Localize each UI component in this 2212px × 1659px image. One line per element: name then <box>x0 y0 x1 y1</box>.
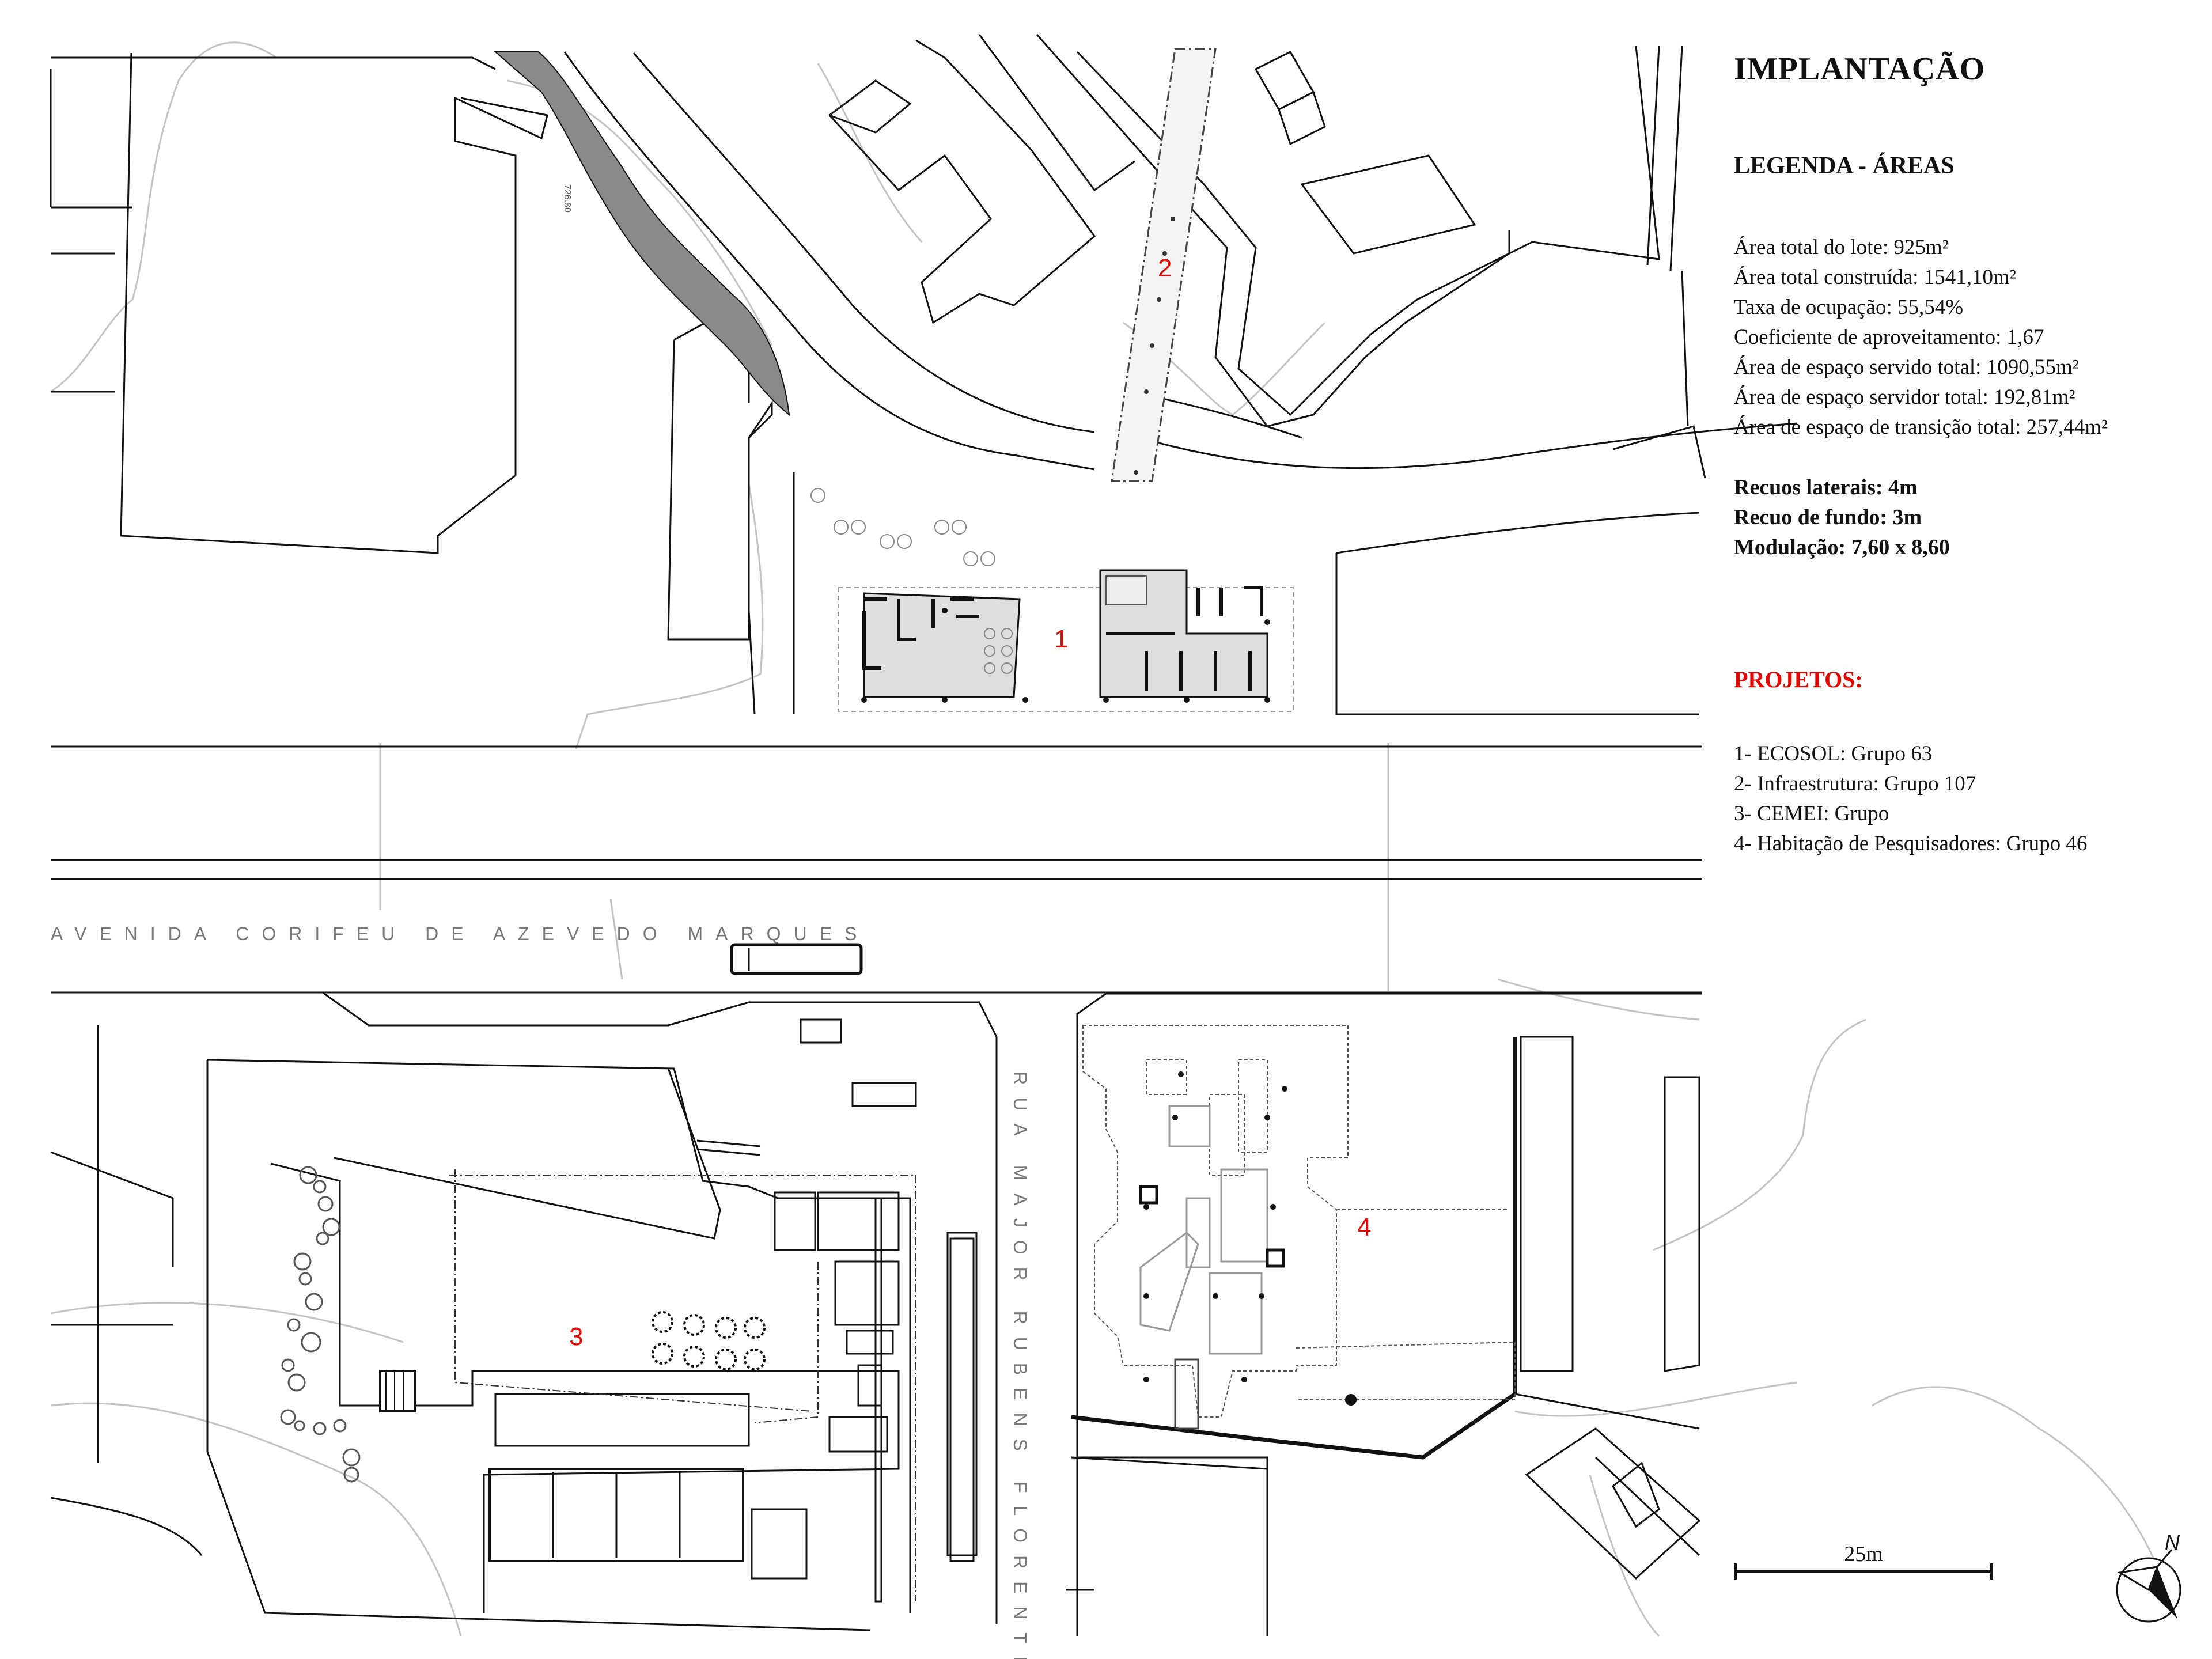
scale-label: 25m <box>1844 1542 1883 1566</box>
area-item: Área de espaço de transição total: 257,4… <box>1734 415 2108 439</box>
area-label-4: 4 <box>1357 1213 1371 1241</box>
bus <box>730 943 863 975</box>
projects-title: PROJETOS: <box>1734 666 1863 692</box>
habitacao-building <box>1082 1025 1516 1418</box>
area-item: Área de espaço servidor total: 192,81m² <box>1734 385 2075 409</box>
bridge-project-2 <box>1111 48 1217 482</box>
cemei-tables <box>652 1311 766 1370</box>
area-item: Área total do lote: 925m² <box>1734 236 1949 259</box>
scale-bar-line <box>1734 1570 1993 1573</box>
legend-panel: IMPLANTAÇÃO LEGENDA - ÁREAS Área total d… <box>1734 51 2195 859</box>
setback-item: Recuo de fundo: 3m <box>1734 505 1922 529</box>
project-item: 2- Infraestrutura: Grupo 107 <box>1734 772 1976 796</box>
north-label: N <box>2165 1531 2180 1554</box>
topography-lines <box>50 41 2167 1637</box>
area-item: Coeficiente de aproveitamento: 1,67 <box>1734 325 2044 349</box>
setback-item: Recuos laterais: 4m <box>1734 475 1918 499</box>
scale-tick-right <box>1990 1563 1993 1580</box>
project-item: 4- Habitação de Pesquisadores: Grupo 46 <box>1734 832 2088 855</box>
area-item: Área total construída: 1541,10m² <box>1734 266 2016 289</box>
stream <box>494 51 790 416</box>
legend-title: LEGENDA - ÁREAS <box>1734 153 1955 179</box>
cemei-building <box>379 1169 916 1601</box>
area-item: Taxa de ocupação: 55,54% <box>1734 296 1964 319</box>
avenue-lines <box>51 745 1702 994</box>
setback-list: Recuos laterais: 4m Recuo de fundo: 3m M… <box>1734 472 2195 562</box>
project-list: 1- ECOSOL: Grupo 63 2- Infraestrutura: G… <box>1734 739 2195 859</box>
setback-item: Modulação: 7,60 x 8,60 <box>1734 535 1950 559</box>
ecosol-building <box>810 488 1294 712</box>
area-label-2: 2 <box>1158 254 1172 282</box>
cemei-block <box>50 991 998 1631</box>
street-name-rua: RUA MAJOR RUBENS FLORENTINO <box>1010 1071 1031 1659</box>
page-title: IMPLANTAÇÃO <box>1734 51 1986 87</box>
scale-bar: 25m <box>1734 1542 1993 1580</box>
habitacao-inner <box>1139 1105 1285 1430</box>
habitacao-columns <box>1143 1071 1357 1406</box>
spot-level-label: 726.80 <box>562 184 572 213</box>
area-label-3: 3 <box>569 1323 583 1351</box>
project-item: 3- CEMEI: Grupo <box>1734 802 1889 825</box>
cemei-playground-circles <box>280 1166 361 1483</box>
area-item: Área de espaço servido total: 1090,55m² <box>1734 355 2079 379</box>
project-item: 1- ECOSOL: Grupo 63 <box>1734 742 1933 766</box>
street-name-avenida: AVENIDA CORIFEU DE AZEVEDO MARQUES <box>51 923 869 944</box>
area-label-1: 1 <box>1054 625 1068 653</box>
north-buildings <box>50 34 1798 715</box>
habitacao-block <box>1066 993 1702 1636</box>
north-arrow-icon <box>2116 1549 2181 1623</box>
area-list: Área total do lote: 925m² Área total con… <box>1734 233 2195 442</box>
